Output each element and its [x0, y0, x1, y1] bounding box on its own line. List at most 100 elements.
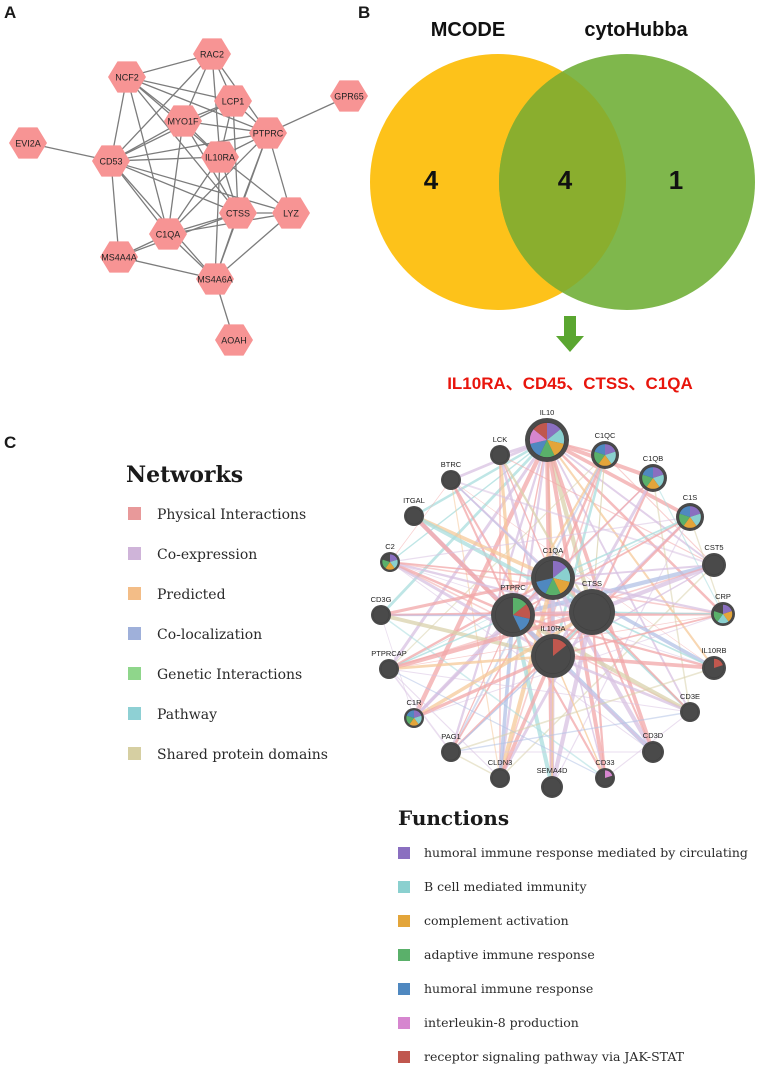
genemania-edge-c1s-c2 — [389, 516, 691, 563]
networks-legend-item-co-expression: Co-expression — [128, 547, 257, 563]
genemania-node-function-slice — [553, 638, 567, 656]
genemania-node-function-slice — [513, 597, 527, 615]
genemania-node-ring — [704, 658, 724, 678]
genemania-node-disc — [702, 553, 726, 577]
genemania-node-function-slice — [653, 474, 664, 487]
genemania-node-function-slice — [598, 455, 612, 466]
genemania-node-disc — [642, 741, 664, 763]
ppi-edge-cd53-ms4a4a — [110, 160, 120, 258]
panel-label-b: B — [358, 3, 370, 22]
ppi-node-ncf2: NCF2 — [108, 61, 146, 93]
venn-right-count: 1 — [669, 165, 683, 195]
genemania-edge-il10rb-pag1 — [450, 667, 715, 753]
functions-legend-item-humoral-immune-response-mediated-by-circulating: humoral immune response mediated by circ… — [398, 845, 748, 860]
legend-swatch — [128, 507, 141, 520]
genemania-node-c1r: C1R — [404, 698, 424, 728]
genemania-node-disc — [379, 659, 399, 679]
ppi-node-lcp1: LCP1 — [214, 85, 252, 117]
genemania-node-function-slice — [553, 578, 570, 594]
venn-intersection-count: 4 — [558, 165, 573, 195]
ppi-node-ctss: CTSS — [219, 197, 257, 229]
genemania-node-c2: C2 — [380, 542, 400, 572]
genemania-node-itgal: ITGAL — [403, 496, 425, 526]
ppi-node-label: CD53 — [99, 156, 122, 166]
genemania-node-label: C1S — [683, 493, 698, 502]
genemania-node-function-slice — [690, 506, 701, 517]
ppi-node-label: LYZ — [283, 208, 299, 218]
genemania-edge-c1s-sema4d — [551, 516, 691, 788]
ppi-node-shape — [219, 197, 257, 229]
genemania-node-il10ra: IL10RA — [531, 624, 575, 678]
ppi-node-gpr65: GPR65 — [330, 80, 368, 112]
networks-legend-title: Networks — [126, 462, 243, 488]
genemania-edge-il10-il10rb — [545, 438, 716, 670]
functions-legend: Functions humoral immune response mediat… — [398, 806, 748, 1064]
genemania-node-ring — [593, 443, 617, 467]
genemania-node-label: CLDN3 — [488, 758, 513, 767]
genemania-edge-btrc-cldn3 — [450, 479, 501, 779]
ppi-node-ptprc: PTPRC — [249, 117, 287, 149]
genemania-node-ring — [641, 466, 665, 490]
genemania-edge-c1qb-ctss — [590, 476, 655, 614]
genemania-edge-il10-c2 — [389, 439, 548, 563]
genemania-edge-cd3g-cd33 — [380, 614, 606, 779]
legend-label: complement activation — [424, 913, 569, 928]
genemania-node-label: LCK — [493, 435, 508, 444]
ppi-node-shape — [330, 80, 368, 112]
ppi-node-evi2a: EVI2A — [9, 127, 47, 159]
ppi-node-shape — [108, 61, 146, 93]
genemania-node-label: C1QB — [643, 454, 663, 463]
genemania-edge-il10-ptprcap — [387, 438, 549, 671]
genemania-node-label: CD3D — [643, 731, 664, 740]
genemania-node-c1qc: C1QC — [591, 431, 619, 469]
genemania-node-ring — [678, 505, 702, 529]
legend-swatch — [398, 949, 410, 961]
ppi-edge-ncf2-ptprc — [126, 76, 269, 134]
genemania-node-ring — [704, 555, 724, 575]
genemania-edge-crp-il10ra — [552, 613, 724, 657]
genemania-node-btrc: BTRC — [441, 460, 462, 490]
genemania-node-ring — [405, 507, 423, 525]
genemania-node-function-slice — [653, 467, 664, 478]
genemania-node-function-slice — [547, 422, 561, 440]
genemania-node-function-slice — [529, 429, 547, 444]
genemania-node-disc — [371, 605, 391, 625]
genemania-node-label: PTPRC — [500, 583, 526, 592]
ppi-node-label: RAC2 — [200, 49, 224, 59]
legend-label: humoral immune response — [424, 981, 593, 996]
ppi-node-label: MYO1F — [167, 116, 199, 126]
genemania-node-label: ITGAL — [403, 496, 425, 505]
genemania-node-crp: CRP — [711, 592, 735, 626]
ppi-node-label: LCP1 — [222, 96, 245, 106]
genemania-edge-c1qb-crp — [652, 477, 724, 615]
genemania-node-il10: IL10 — [525, 408, 569, 462]
genemania-node-label: CST5 — [704, 543, 723, 552]
genemania-node-label: C1QC — [595, 431, 616, 440]
genemania-edge-lck-c1qa — [499, 454, 554, 579]
genemania-edge-ptprc-crp — [511, 612, 725, 617]
genemania-edge-c1qc-cst5 — [604, 454, 715, 566]
genemania-node-function-slice — [713, 611, 723, 622]
ppi-node-c1qa: C1QA — [149, 218, 187, 250]
genemania-node-function-slice — [605, 444, 616, 455]
genemania-node-function-slice — [406, 715, 414, 725]
legend-label: Co-localization — [157, 627, 262, 643]
genemania-node-function-slice — [594, 444, 605, 455]
genemania-node-label: BTRC — [441, 460, 462, 469]
genemania-edge-il10ra-cd3e — [551, 654, 692, 714]
genemania-edge-c1s-c1qa — [552, 516, 691, 579]
ppi-edge-ptprc-cd53 — [110, 132, 269, 162]
genemania-node-function-slice — [406, 710, 414, 718]
genemania-node-ring — [381, 553, 399, 571]
ppi-node-label: EVI2A — [15, 138, 41, 148]
genemania-edge-ptprcap-cldn3 — [388, 668, 501, 779]
genemania-edge-il10ra-ptprcap — [387, 654, 555, 671]
genemania-node-function-slice — [545, 578, 561, 596]
functions-legend-item-receptor-signaling-pathway-via-jak-stat: receptor signaling pathway via JAK-STAT — [398, 1049, 685, 1064]
genemania-node-function-slice — [717, 614, 729, 624]
genemania-node-label: PAG1 — [441, 732, 460, 741]
genemania-node-function-slice — [382, 559, 390, 569]
